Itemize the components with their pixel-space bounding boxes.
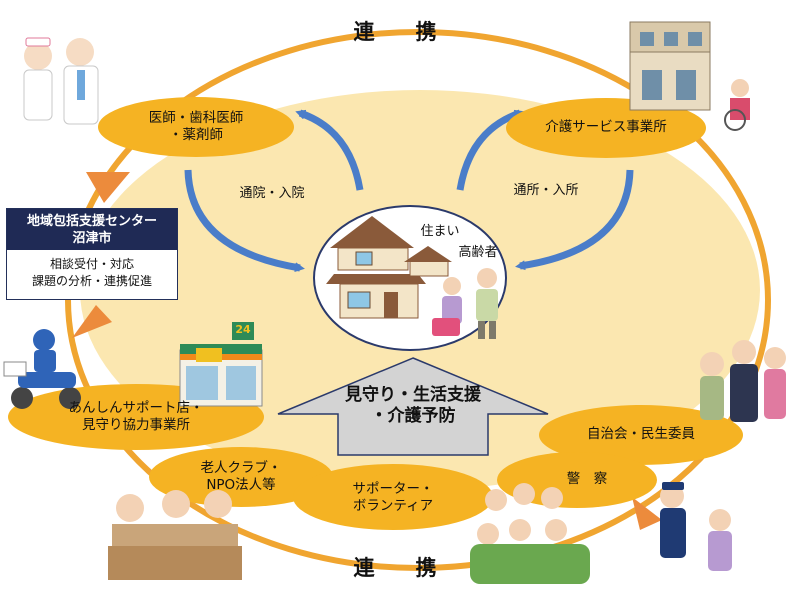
pill-care-service [506, 98, 706, 158]
care-facility-illustration [629, 21, 750, 131]
node-jichikai-line1: 自治会・民生委員 [587, 426, 695, 442]
support-arrow-text: 見守り・生活支援 ・介護予防 [333, 385, 493, 427]
node-doctors-line1: 医師・歯科医師 [148, 110, 244, 126]
convenience-store-illustration [179, 322, 263, 407]
elderly-couple-illustration [432, 268, 498, 339]
center-title-line2: 沼津市 [72, 231, 112, 246]
node-doctors-label: 医師・歯科医師 ・薬剤師 [116, 110, 276, 144]
bottom-cooperation-label: 連 携 [353, 556, 447, 580]
node-roujin-label: 老人クラブ・ NPO法人等 [171, 460, 311, 494]
support-up-arrow [277, 357, 549, 456]
pill-roujin [149, 447, 333, 507]
node-supporter-label: サポーター・ ボランティア [328, 481, 458, 515]
pill-jichikai [539, 405, 743, 465]
ring-arrow-lower-left [72, 305, 112, 338]
node-roujin-line2: NPO法人等 [206, 477, 276, 493]
elderly-club-illustration [108, 490, 242, 580]
node-anshin-line2: 見守り協力事業所 [82, 417, 190, 433]
home-elderly-label: 高齢者 [458, 245, 498, 260]
pill-doctors [98, 97, 294, 157]
center-title: 地域包括支援センター 沼津市 [7, 209, 177, 250]
node-care-service-label: 介護サービス事業所 [526, 119, 686, 136]
node-doctors-line2: ・薬剤師 [169, 127, 223, 143]
support-arrow-line1: 見守り・生活支援 [345, 385, 481, 405]
node-police-label: 警 察 [537, 471, 637, 488]
cooperation-ring [65, 29, 771, 571]
ring-arrow-upper-left [86, 172, 130, 203]
node-anshin-label: あんしんサポート店・ 見守り協力事業所 [46, 400, 226, 434]
store-sign-label: 24 [235, 323, 251, 336]
node-roujin-line1: 老人クラブ・ [200, 460, 282, 476]
delivery-scooter-illustration [3, 329, 81, 409]
center-title-line1: 地域包括支援センター [26, 214, 157, 229]
community-members-illustration [700, 340, 786, 422]
flow-arrow-care-to-home [515, 169, 634, 271]
flow-left-label: 通院・入院 [239, 186, 305, 201]
flow-right-label: 通所・入所 [513, 183, 579, 198]
node-supporter-line1: サポーター・ [352, 481, 434, 497]
supporters-crowd-illustration [470, 483, 590, 584]
flow-arrow-doctors-to-home [184, 169, 305, 273]
house-illustration [326, 216, 452, 319]
node-jichikai-label: 自治会・民生委員 [561, 426, 721, 443]
police-officer-illustration [660, 482, 732, 571]
flow-arrow-to-doctors [295, 109, 364, 191]
node-supporter-line2: ボランティア [352, 498, 434, 514]
node-anshin-line1: あんしんサポート店・ [68, 400, 204, 416]
ring-arrow-right [632, 497, 662, 530]
center-body-line2: 課題の分析・連携促進 [31, 274, 152, 288]
node-care-service-line1: 介護サービス事業所 [545, 119, 667, 135]
home-sumai-label: 住まい [420, 224, 460, 239]
doctor-nurse-illustration [23, 37, 99, 125]
pill-police [497, 452, 657, 508]
top-cooperation-label: 連 携 [353, 20, 447, 44]
center-box: 地域包括支援センター 沼津市 相談受付・対応 課題の分析・連携促進 [6, 208, 178, 300]
support-arrow-line2: ・介護予防 [370, 406, 456, 426]
center-body-line1: 相談受付・対応 [49, 257, 134, 271]
flow-arrow-to-care [456, 109, 525, 191]
pill-supporter [293, 464, 493, 530]
node-police-line1: 警 察 [566, 471, 608, 487]
center-body: 相談受付・対応 課題の分析・連携促進 [7, 250, 177, 290]
